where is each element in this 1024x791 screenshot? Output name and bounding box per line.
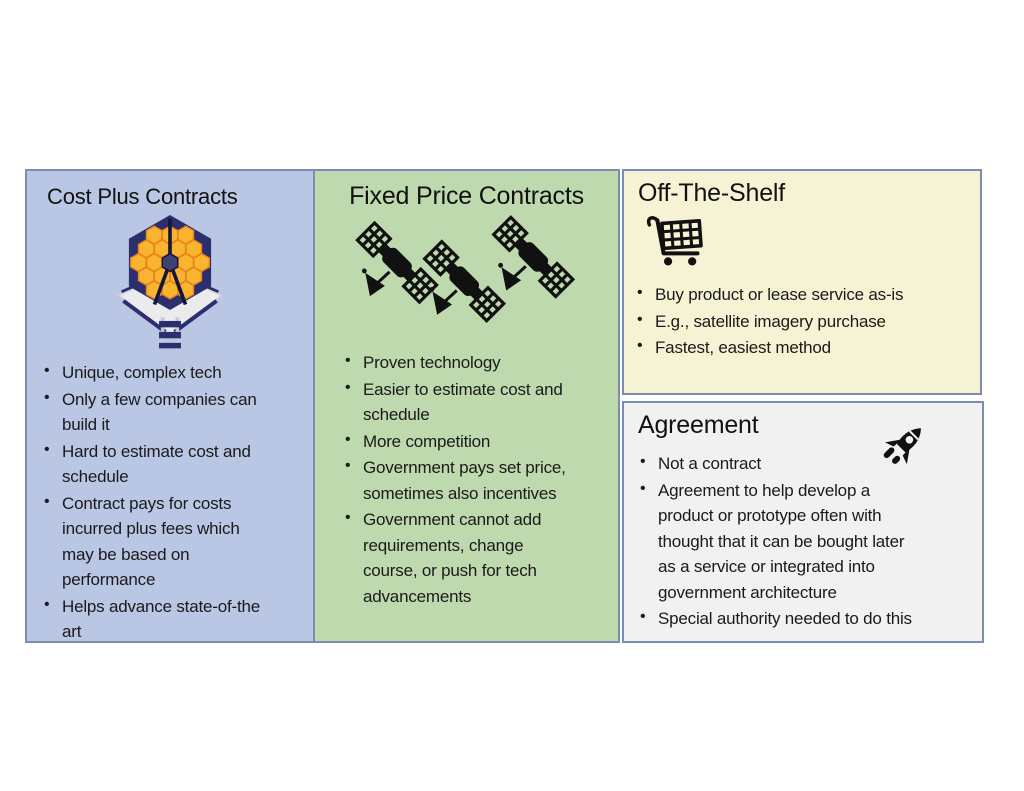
off-the-shelf-title: Off-The-Shelf — [638, 179, 785, 207]
off-the-shelf-bullet-list: Buy product or lease service as-isE.g., … — [633, 281, 969, 361]
bullet-item: Fastest, easiest method — [633, 334, 969, 361]
bullet-item: Not a contract — [636, 450, 924, 477]
panel-agreement: Agreement Not a contractAgreement to hel… — [622, 401, 984, 643]
panel-cost-plus-contracts: Cost Plus Contracts — [25, 169, 315, 643]
agreement-bullet-list: Not a contractAgreement to help develop … — [636, 450, 924, 632]
satellites-icon — [355, 215, 574, 323]
bullet-item: Easier to estimate cost and schedule — [341, 376, 578, 428]
bullet-item: Proven technology — [341, 349, 578, 376]
bullet-item: Hard to estimate cost and schedule — [40, 438, 272, 490]
bullet-item: Contract pays for costs incurred plus fe… — [40, 490, 272, 593]
bullet-item: Government pays set price, sometimes als… — [341, 454, 578, 506]
panel-off-the-shelf: Off-The-Shelf Buy product or lease servi… — [622, 169, 982, 395]
bullet-item: Buy product or lease service as-is — [633, 281, 969, 308]
panel-fixed-price-contracts: Fixed Price Contracts — [313, 169, 620, 643]
bullet-item: Unique, complex tech — [40, 359, 272, 386]
shopping-cart-icon — [646, 216, 703, 266]
bullet-item: Special authority needed to do this — [636, 605, 924, 632]
cost-plus-title: Cost Plus Contracts — [47, 184, 238, 209]
fixed-price-title: Fixed Price Contracts — [349, 182, 584, 210]
bullet-item: More competition — [341, 428, 578, 455]
bullet-item: E.g., satellite imagery purchase — [633, 308, 969, 335]
bullet-item: Only a few companies can build it — [40, 386, 272, 438]
cost-plus-bullet-list: Unique, complex techOnly a few companies… — [40, 359, 272, 645]
agreement-title: Agreement — [638, 411, 759, 439]
bullet-item: Government cannot add requirements, chan… — [341, 506, 578, 609]
jwst-telescope-icon — [117, 215, 223, 349]
fixed-price-bullet-list: Proven technologyEasier to estimate cost… — [341, 349, 578, 609]
bullet-item: Helps advance state-of-the art — [40, 593, 272, 645]
bullet-item: Agreement to help develop a product or p… — [636, 477, 924, 606]
